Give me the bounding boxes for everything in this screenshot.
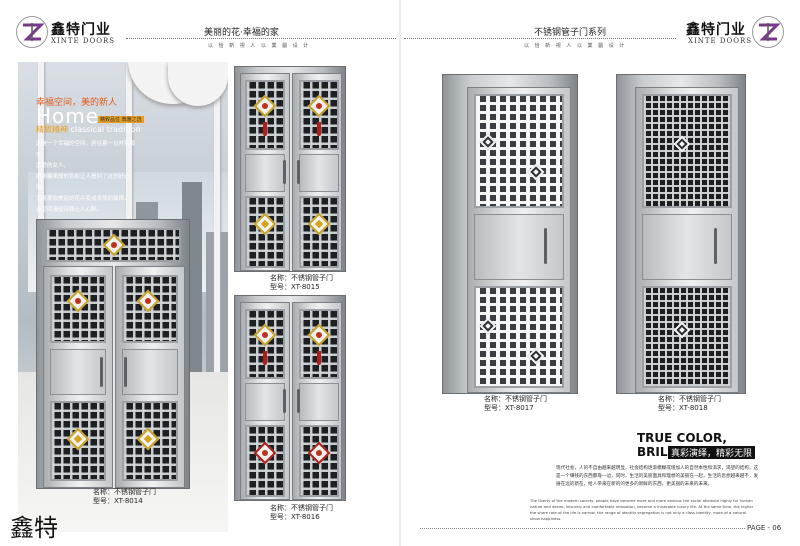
brand-name: 鑫特门业 [686,22,746,38]
brand-name: 鑫特门业 [51,22,111,38]
door-handle [283,160,286,184]
product-model: 型号：XT-8014 [93,497,143,505]
photo-body-line: 这是一个幸福的空间，居住着一位时刻都在 [36,141,136,158]
photo-small-tag: 精致品位 典雅之选 [98,116,144,123]
product-name: 名称：不锈钢管子门 [270,274,333,282]
product-model: 型号：XT-8015 [270,283,320,291]
door-xt-8015 [234,66,346,272]
door-handle [714,228,717,264]
door-handle [544,228,547,264]
slogan-banner: 真彩演绎，精彩无限 [668,446,756,459]
caption-xt-8016: 名称：不锈钢管子门 型号：XT-8016 [270,504,333,522]
page-spine [399,0,401,546]
door-xt-8016 [234,295,346,501]
door-grille [642,286,732,388]
door-leaf [467,87,571,393]
brand-name-en: XINTE DOORS [51,37,116,45]
caption-xt-8018: 名称：不锈钢管子门 型号：XT-8018 [658,395,721,413]
product-name: 名称：不锈钢管子门 [270,504,333,512]
logo-icon [16,16,48,48]
product-name: 名称：不锈钢管子门 [484,395,547,403]
paragraph-cn: 现代社会，人的不自由越来越明显，社会结构逐渐模糊或增加人的自然本性和渴求，渴望的… [556,466,759,487]
photo-body-line: 恋爱的女人， [36,163,70,169]
door-grille [245,425,285,497]
photo-tagline: 幸福空间，美的新人 [36,98,118,108]
door-leaf-left [240,73,290,271]
door-panel [50,349,106,395]
photo-classic-en: classical tradition [70,125,141,134]
door-panel [642,214,732,280]
door-leaf-left [240,302,290,500]
signature-mark: 鑫特 [10,514,58,542]
brand-name-en: XINTE DOORS [688,37,753,45]
photo-body-line: 她用糖果般的色彩让人看到了这份好心情， [36,174,130,191]
tassel-icon [317,122,321,136]
caption-xt-8015: 名称：不锈钢管子门 型号：XT-8015 [270,274,333,292]
door-xt-8017 [442,74,578,394]
door-grille [474,286,564,388]
paragraph-en: The liberty of the modern society, peopl… [530,498,754,521]
door-panel [122,349,178,395]
door-leaf-left [43,266,113,488]
photo-body-line: 又将柔软美丽的花卉变成多情的装饰， [36,196,130,202]
door-panel [299,154,339,192]
door-panel [245,154,285,192]
caption-xt-8017: 名称：不锈钢管子门 型号：XT-8017 [484,395,547,413]
door-handle [297,160,300,184]
product-name: 名称：不锈钢管子门 [93,488,156,496]
footer-divider [420,528,745,529]
door-handle [297,389,300,413]
door-grille [299,196,339,268]
door-leaf [635,87,739,393]
header-divider [126,38,396,39]
product-model: 型号：XT-8017 [484,404,534,412]
header-title: 不锈钢管子门系列 [534,28,607,38]
caption-xt-8014: 名称：不锈钢管子门 型号：XT-8014 [93,488,156,506]
tassel-icon [263,351,267,365]
page-number: PAGE - 06 [747,524,782,532]
photo-classic-line: 精致精神 classical tradition [36,124,141,135]
header-subtitle: 以 恰 新 視 人 以 業 戲 设 计 [524,43,627,49]
photo-body-line: 让空间漫溢待嫁让人心醉。 [36,207,103,213]
door-grille [474,94,564,208]
door-xt-8014 [36,219,190,489]
door-leaf-right [292,73,342,271]
door-panel [299,383,339,421]
photo-classic-cn: 精致精神 [36,125,68,134]
product-name: 名称：不锈钢管子门 [658,395,721,403]
product-model: 型号：XT-8018 [658,404,708,412]
photo-body-text: 这是一个幸福的空间，居住着一位时刻都在 恋爱的女人， 她用糖果般的色彩让人看到了… [36,139,136,216]
door-panel [474,214,564,280]
header-subtitle: 以 恰 新 視 人 以 業 戲 设 计 [208,43,311,49]
logo-icon [752,16,784,48]
tassel-icon [263,122,267,136]
door-panel [245,383,285,421]
door-handle [283,389,286,413]
header-title: 美丽的花·幸福的家 [204,28,279,38]
door-xt-8018 [616,74,746,394]
door-leaf-right [115,266,185,488]
product-model: 型号：XT-8016 [270,513,320,521]
header-divider [404,38,676,39]
door-grille [642,94,732,208]
door-leaf-right [292,302,342,500]
door-handle [100,357,103,387]
door-handle [124,357,127,387]
photo-home-title: Home [36,104,100,128]
tassel-icon [317,351,321,365]
